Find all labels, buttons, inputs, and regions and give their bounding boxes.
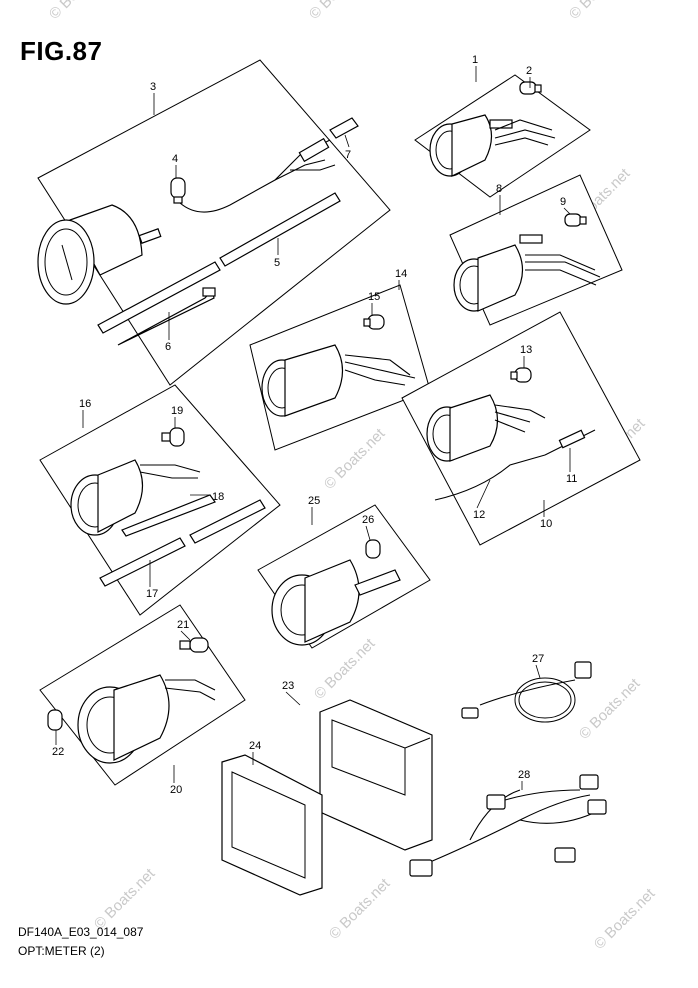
bulb-4-icon xyxy=(170,177,186,204)
watermark-text: © Boats.net xyxy=(576,675,644,743)
figure-caption: OPT:METER (2) xyxy=(18,944,105,958)
tie-6 xyxy=(97,261,221,346)
callout-15: 15 xyxy=(368,291,380,303)
display-unit-23 xyxy=(319,699,433,851)
callout-27: 27 xyxy=(532,653,544,665)
callout-22: 22 xyxy=(52,746,64,758)
gauge-10-body xyxy=(426,394,499,462)
callout-1: 1 xyxy=(472,54,478,66)
bulb-19-icon xyxy=(161,427,185,447)
callout-25: 25 xyxy=(308,495,320,507)
callout-24: 24 xyxy=(249,740,261,752)
callout-leaders xyxy=(55,66,571,790)
panel-kit-10 xyxy=(401,311,641,546)
callout-19: 19 xyxy=(171,405,183,417)
callout-8: 8 xyxy=(496,183,502,195)
callout-12: 12 xyxy=(473,509,485,521)
callout-18: 18 xyxy=(212,491,224,503)
callout-11: 11 xyxy=(566,473,577,485)
tie-18 xyxy=(121,494,216,537)
leader-line xyxy=(365,525,371,541)
leader-line xyxy=(535,664,541,679)
figure-code: DF140A_E03_014_087 xyxy=(18,925,144,939)
callout-7: 7 xyxy=(345,149,351,161)
leader-line xyxy=(285,691,301,706)
leader-line xyxy=(344,134,350,148)
callout-13: 13 xyxy=(520,344,532,356)
gauge-8-body xyxy=(453,234,543,312)
bulb-21-icon xyxy=(179,637,209,653)
callout-5: 5 xyxy=(274,257,280,269)
callout-17: 17 xyxy=(146,588,158,600)
callout-6: 6 xyxy=(165,341,171,353)
callout-9: 9 xyxy=(560,196,566,208)
callout-14: 14 xyxy=(395,268,407,280)
bulb-22-icon xyxy=(47,709,63,731)
watermark-text: © Boats.net xyxy=(321,425,389,493)
callout-16: 16 xyxy=(79,398,91,410)
bulb-2-icon xyxy=(519,81,542,95)
leader-line xyxy=(180,630,191,641)
bulb-13-icon xyxy=(510,367,532,383)
callout-10: 10 xyxy=(540,518,552,530)
gauge-25-body xyxy=(271,559,401,646)
bulb-9-icon xyxy=(564,213,587,227)
tube-11 xyxy=(558,429,586,449)
cable-27 xyxy=(461,661,592,723)
callout-28: 28 xyxy=(518,769,530,781)
gauge-1-body xyxy=(429,114,513,177)
gauge-16-body xyxy=(70,459,144,536)
watermark-text: © Boats.net xyxy=(566,0,634,23)
watermark-text: © Boats.net xyxy=(326,875,394,943)
gauge-14-body xyxy=(261,344,344,417)
gauge-20-body xyxy=(77,674,170,764)
watermark-text: © Boats.net xyxy=(306,0,374,23)
gauge-3-body xyxy=(37,204,162,305)
callout-2: 2 xyxy=(526,65,532,77)
watermark-text: © Boats.net xyxy=(91,865,159,933)
tube-5 xyxy=(219,192,341,267)
bezel-24 xyxy=(221,754,323,896)
callout-23: 23 xyxy=(282,680,294,692)
harness-28 xyxy=(409,774,607,877)
leader-line xyxy=(476,479,491,509)
callout-20: 20 xyxy=(170,784,182,796)
bulb-26-icon xyxy=(365,539,381,559)
figure-title: FIG.87 xyxy=(20,36,103,66)
watermark-text: © Boats.net xyxy=(311,635,379,703)
callout-3: 3 xyxy=(150,81,156,93)
watermark-text: © Boats.net xyxy=(46,0,114,23)
leader-line xyxy=(563,207,571,215)
callout-4: 4 xyxy=(172,153,178,165)
watermark-text: © Boats.net xyxy=(591,885,659,953)
panel-kit-16 xyxy=(39,384,281,616)
tube-17 xyxy=(99,499,266,587)
callout-labels: 1 2 3 4 5 6 7 8 9 10 11 12 13 14 15 16 1… xyxy=(52,54,577,796)
connector-7-icon xyxy=(298,117,359,163)
bulb-15-icon xyxy=(363,314,385,330)
callout-21: 21 xyxy=(177,619,189,631)
callout-26: 26 xyxy=(362,514,374,526)
